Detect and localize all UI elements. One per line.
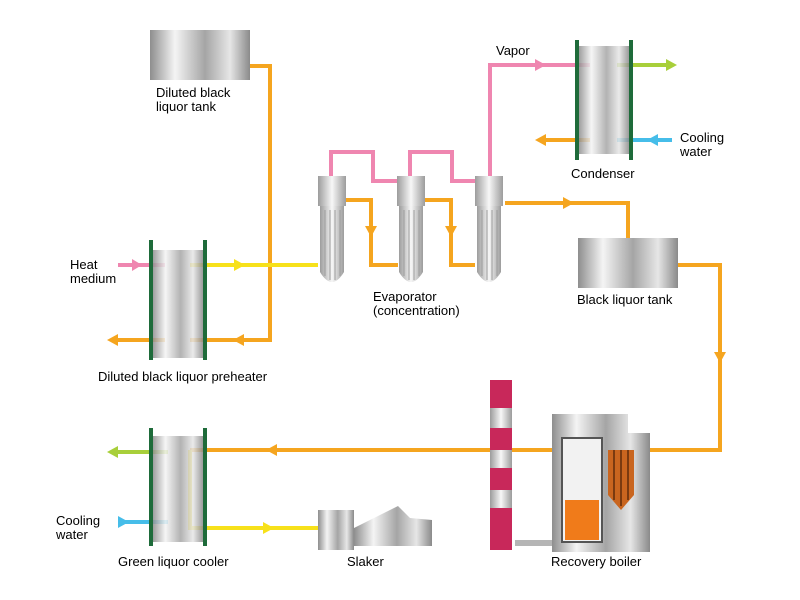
chimney-band-3: [490, 428, 512, 450]
condenser: [575, 40, 633, 160]
evaporator-2-bottom: [399, 272, 423, 282]
slaker-classifier: [354, 506, 432, 546]
flow-arrows: [107, 59, 726, 534]
pipe-diluted-tank-out: [190, 64, 272, 342]
evaporator-2: [397, 176, 425, 282]
condenser-frame-left: [575, 40, 579, 160]
evaporator-3-bottom: [477, 272, 501, 282]
diluted-black-liquor-tank: [150, 30, 250, 80]
preheater-frame-left: [149, 240, 153, 360]
pipe-to-black-liquor-tank: [505, 201, 630, 238]
chimney-band-7: [490, 508, 512, 550]
green-liquor-cooler: [149, 428, 207, 546]
arrow-cooling-water-out-bottom: [107, 446, 118, 458]
chimney-band-4: [490, 450, 512, 468]
evaporator-3-head: [475, 176, 503, 206]
evaporator-1-ribs: [324, 210, 341, 280]
green-liquor-cooler-frame-right: [203, 428, 207, 546]
chimney: [490, 380, 512, 550]
label-vapor: Vapor: [496, 43, 530, 58]
green-liquor-cooler-shell: [153, 436, 203, 542]
arrow-evaporator-2-down: [445, 226, 457, 237]
label-diluted-black-liquor-preheater: Diluted black liquor preheater: [98, 369, 268, 384]
evaporator-1: [318, 176, 346, 282]
arrow-to-slaker: [263, 522, 274, 534]
arrow-tank-to-boiler: [714, 352, 726, 363]
chimney-band-2: [490, 408, 512, 428]
arrow-heat-medium-out: [107, 334, 118, 346]
label-slaker: Slaker: [347, 554, 384, 569]
recovery-boiler-tube-lines: [613, 450, 629, 506]
green-liquor-cooler-frame-left: [149, 428, 153, 546]
chimney-band-6: [490, 490, 512, 508]
evaporator-2-ribs: [403, 210, 420, 280]
evaporator-3: [475, 176, 503, 282]
arrow-heat-medium-in: [132, 259, 142, 271]
label-green-liquor-cooler: Green liquor cooler: [118, 554, 229, 569]
label-cooling-water-bottom: Cooling water: [56, 513, 101, 542]
arrow-evaporator-1-down: [365, 226, 377, 237]
arrow-vapor: [535, 59, 546, 71]
label-evaporator: Evaporator (concentration): [373, 289, 460, 318]
arrow-condensate-out: [535, 134, 546, 146]
arrow-cooling-water-in-bottom: [118, 516, 129, 528]
label-heat-medium: Heat medium: [70, 257, 117, 286]
arrow-boiler-to-cooler: [266, 444, 277, 456]
condenser-shell: [579, 46, 629, 154]
slaker: [318, 506, 432, 550]
arrow-diluted-to-preheater: [233, 334, 244, 346]
pipe-cooler-to-slaker: [188, 450, 318, 530]
arrow-cooling-water-out-top: [666, 59, 677, 71]
recovery-boiler: [552, 414, 650, 552]
arrow-cooling-water-in-top: [647, 134, 658, 146]
black-liquor-tank: [578, 238, 678, 288]
evaporator-3-ribs: [481, 210, 498, 280]
chimney-band-1: [490, 380, 512, 408]
label-diluted-black-liquor-tank: Diluted black liquor tank: [156, 85, 231, 114]
preheater-frame-right: [203, 240, 207, 360]
evaporator-1-bottom: [320, 272, 344, 282]
chimney-band-5: [490, 468, 512, 490]
evaporator-1-head: [318, 176, 346, 206]
label-recovery-boiler: Recovery boiler: [551, 554, 642, 569]
preheater-shell: [153, 250, 203, 358]
slaker-tank: [318, 510, 354, 550]
pipe-vapor-to-condenser: [488, 63, 590, 176]
evaporator-2-head: [397, 176, 425, 206]
diluted-black-liquor-preheater: [149, 240, 207, 360]
condenser-frame-right: [629, 40, 633, 160]
label-condenser: Condenser: [571, 166, 635, 181]
arrow-to-black-liquor-tank: [563, 197, 574, 209]
recovery-boiler-smelt: [565, 500, 599, 540]
label-black-liquor-tank: Black liquor tank: [577, 292, 673, 307]
label-cooling-water-top: Cooling water: [680, 130, 725, 159]
arrow-to-evaporator: [234, 259, 245, 271]
